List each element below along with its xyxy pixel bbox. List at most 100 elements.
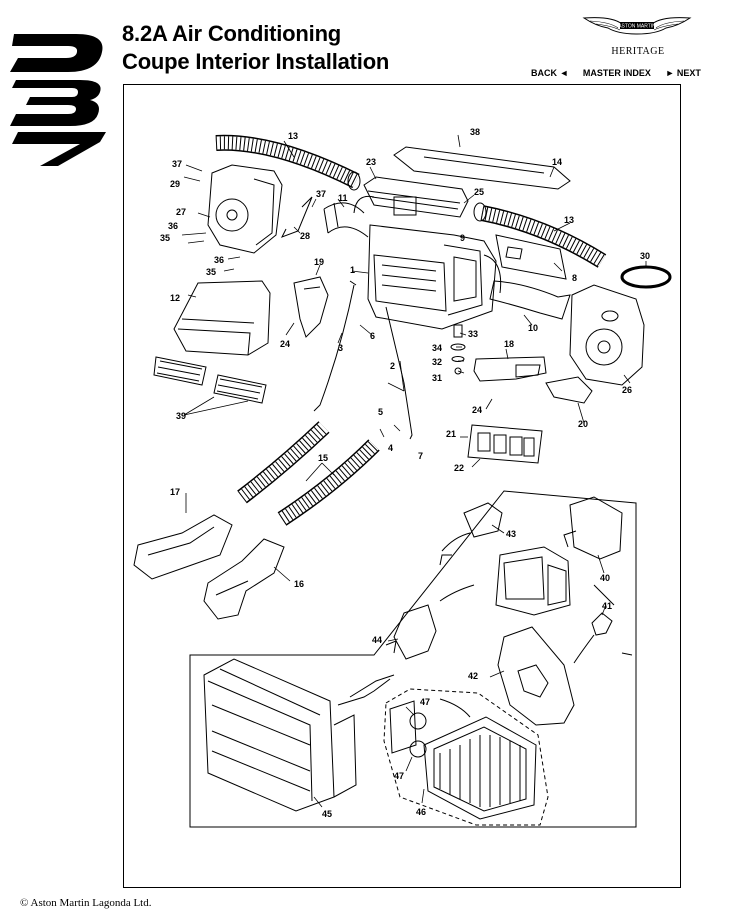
hoses-15 bbox=[237, 421, 380, 526]
panel-8 bbox=[495, 234, 567, 280]
callout-32: 32 bbox=[432, 357, 442, 367]
callout-38: 38 bbox=[470, 127, 480, 137]
duct-18 bbox=[473, 356, 547, 382]
heater-matrix-outline bbox=[383, 688, 549, 826]
callout-23: 23 bbox=[366, 157, 376, 167]
callout-21: 21 bbox=[446, 429, 456, 439]
hose-13-right bbox=[473, 202, 607, 268]
callout-9: 9 bbox=[460, 233, 465, 243]
vent-unit-23-25 bbox=[353, 176, 469, 218]
inlet-tubes-11 bbox=[323, 202, 369, 238]
master-index-link[interactable]: MASTER INDEX bbox=[582, 68, 651, 78]
callout-28: 28 bbox=[300, 231, 310, 241]
callout-46: 46 bbox=[416, 807, 426, 817]
callout-37-left: 37 bbox=[172, 159, 182, 169]
callout-6: 6 bbox=[370, 331, 375, 341]
callout-25: 25 bbox=[474, 187, 484, 197]
callout-1: 1 bbox=[350, 265, 355, 275]
navigation-bar: BACK ◄ MASTER INDEX ► NEXT bbox=[531, 68, 701, 78]
callout-29: 29 bbox=[170, 179, 180, 189]
callout-labels: 13 14 38 23 25 13 37 29 27 36 35 37 28 1… bbox=[160, 127, 650, 819]
next-link[interactable]: ► NEXT bbox=[665, 68, 701, 78]
actuator-43 bbox=[439, 502, 503, 566]
callout-13-right: 13 bbox=[564, 215, 574, 225]
callout-37-right: 37 bbox=[316, 189, 326, 199]
copyright: © Aston Martin Lagonda Ltd. bbox=[20, 897, 152, 909]
callout-8: 8 bbox=[572, 273, 577, 283]
callout-31: 31 bbox=[432, 373, 442, 383]
hose-13-left bbox=[215, 134, 361, 191]
callout-47-upper: 47 bbox=[420, 697, 430, 707]
callout-13-left: 13 bbox=[288, 131, 298, 141]
motor-40 bbox=[563, 496, 623, 560]
callout-44: 44 bbox=[372, 635, 382, 645]
callout-20: 20 bbox=[578, 419, 588, 429]
callout-47-lower: 47 bbox=[394, 771, 404, 781]
grilles-39 bbox=[153, 356, 267, 404]
heater-box-1 bbox=[367, 224, 502, 330]
back-link[interactable]: BACK ◄ bbox=[531, 68, 569, 78]
callout-34: 34 bbox=[432, 343, 442, 353]
callout-41: 41 bbox=[602, 601, 612, 611]
callout-16: 16 bbox=[294, 579, 304, 589]
title-line-2: Coupe Interior Installation bbox=[122, 49, 390, 74]
callout-3: 3 bbox=[338, 343, 343, 353]
callout-14: 14 bbox=[552, 157, 562, 167]
top-duct-14 bbox=[393, 146, 571, 190]
callout-30: 30 bbox=[640, 251, 650, 261]
duct-17 bbox=[133, 514, 233, 580]
duct-16 bbox=[203, 538, 285, 620]
brand-text: ASTON MARTIN bbox=[618, 24, 656, 30]
callout-45: 45 bbox=[322, 809, 332, 819]
callout-24-left: 24 bbox=[280, 339, 290, 349]
fasteners-31-34 bbox=[450, 324, 466, 375]
aston-martin-wings-logo: ASTON MARTIN bbox=[582, 17, 692, 35]
callout-24-right: 24 bbox=[472, 405, 482, 415]
title-line-1: 8.2A Air Conditioning bbox=[122, 21, 342, 46]
inset-outline bbox=[189, 490, 637, 828]
blower-housing-27 bbox=[207, 164, 283, 254]
callout-11: 11 bbox=[338, 193, 348, 203]
resistor-44 bbox=[385, 604, 437, 660]
callout-10: 10 bbox=[528, 323, 538, 333]
heritage-label: HERITAGE bbox=[611, 46, 665, 57]
callout-2: 2 bbox=[390, 361, 395, 371]
rod-2 bbox=[385, 306, 413, 440]
callout-43: 43 bbox=[506, 529, 516, 539]
blower-26 bbox=[569, 284, 645, 386]
callout-17: 17 bbox=[170, 487, 180, 497]
callout-4: 4 bbox=[388, 443, 393, 453]
callout-15: 15 bbox=[318, 453, 328, 463]
callout-18: 18 bbox=[504, 339, 514, 349]
callout-36-upper: 36 bbox=[168, 221, 178, 231]
cover-42 bbox=[497, 626, 575, 726]
callout-36-lower: 36 bbox=[214, 255, 224, 265]
seal-30 bbox=[620, 265, 672, 289]
callout-22: 22 bbox=[454, 463, 464, 473]
duct-20 bbox=[545, 376, 593, 404]
heater-core-housing bbox=[439, 546, 615, 616]
db7-logo bbox=[10, 34, 106, 166]
callout-7: 7 bbox=[418, 451, 423, 461]
callout-39: 39 bbox=[176, 411, 186, 421]
callout-42: 42 bbox=[468, 671, 478, 681]
callout-33: 33 bbox=[468, 329, 478, 339]
heater-matrix-46 bbox=[389, 698, 537, 820]
diagram-frame: 13 14 38 23 25 13 37 29 27 36 35 37 28 1… bbox=[123, 84, 681, 888]
callout-27: 27 bbox=[176, 207, 186, 217]
callout-26: 26 bbox=[622, 385, 632, 395]
callout-35-upper: 35 bbox=[160, 233, 170, 243]
evaporator-45 bbox=[203, 658, 395, 812]
exploded-parts-diagram: 13 14 38 23 25 13 37 29 27 36 35 37 28 1… bbox=[133, 127, 672, 828]
bracket-19 bbox=[293, 276, 329, 338]
callout-5: 5 bbox=[378, 407, 383, 417]
duct-10 bbox=[489, 280, 571, 320]
callout-12: 12 bbox=[170, 293, 180, 303]
switch-41 bbox=[573, 612, 633, 664]
callout-35-lower: 35 bbox=[206, 267, 216, 277]
duct-12 bbox=[173, 280, 271, 356]
vent-21 bbox=[467, 424, 543, 464]
callout-40: 40 bbox=[600, 573, 610, 583]
callout-19: 19 bbox=[314, 257, 324, 267]
rod-3 bbox=[313, 280, 357, 412]
